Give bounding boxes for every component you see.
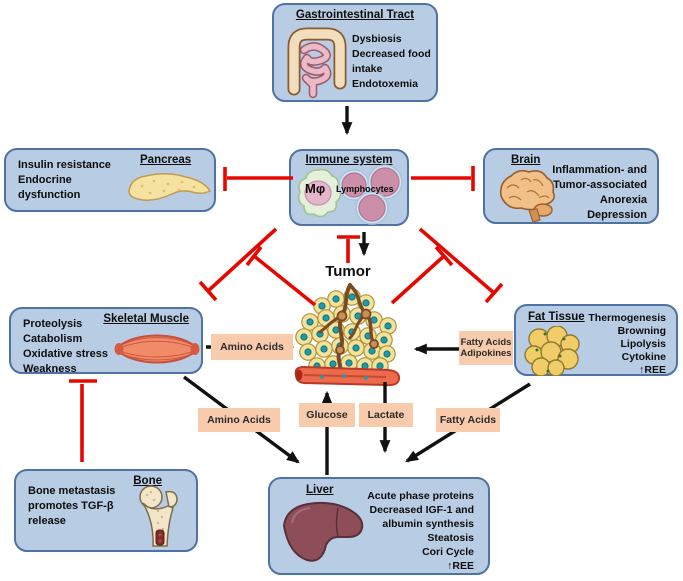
- flow-label-text: Adipokines: [460, 348, 512, 359]
- gi-title: Gastrointestinal Tract: [295, 9, 415, 21]
- pancreas-title: Pancreas: [140, 154, 192, 166]
- fat-title: Fat Tissue: [528, 311, 585, 323]
- skeletal-muscle-illustration: [114, 334, 200, 364]
- finding-line: Cytokine: [621, 351, 666, 363]
- finding-line: Bone metastasis: [28, 485, 116, 497]
- macrophage-label: Mφ: [305, 181, 326, 196]
- liver-findings: Acute phase proteins Decreased IGF-1 and…: [367, 489, 474, 573]
- liver-box: Liver Acute phase proteins Decreased IGF…: [268, 477, 490, 575]
- finding-line: Dysbiosis: [352, 33, 402, 45]
- flow-label-text: Lactate: [367, 409, 405, 421]
- finding-line: Weakness: [23, 363, 77, 375]
- finding-line: Browning: [617, 325, 666, 337]
- skeletal-muscle-box: Skeletal Muscle Proteolysis Catabolism O…: [9, 307, 203, 377]
- finding-line: ↑REE: [447, 560, 474, 572]
- fat-tissue-box: Fat Tissue Thermogenesis Browning Lipoly…: [514, 304, 678, 376]
- finding-line: Anorexia: [599, 194, 647, 206]
- bone-box: Bone Bone metastasis promotes TGF-β rele…: [14, 469, 198, 552]
- immune-title: Immune system: [305, 154, 393, 166]
- finding-line: Oxidative stress: [23, 348, 108, 360]
- inhibit-tumor-to-immune: [337, 235, 360, 263]
- flow-label-text: Amino Acids: [207, 414, 271, 426]
- brain-box: Brain Inflammation- and Tumor-associated…: [483, 148, 659, 224]
- inhibit-immune-to-muscle: [198, 227, 278, 302]
- finding-line: Proteolysis: [23, 318, 83, 330]
- finding-line: Endocrine: [18, 174, 72, 186]
- finding-line: albumin synthesis: [382, 518, 474, 530]
- femur-illustration: [139, 485, 178, 547]
- finding-line: Decreased IGF-1 and: [369, 504, 474, 516]
- finding-line: release: [28, 515, 66, 527]
- inhibit-immune-to-fat: [418, 227, 504, 304]
- finding-line: ↑REE: [639, 364, 666, 376]
- pancreas-findings: Insulin resistance Endocrine dysfunction: [18, 158, 111, 203]
- finding-line: Endotoxemia: [352, 78, 418, 90]
- tumor-tissue-illustration: [294, 283, 401, 387]
- finding-line: Cori Cycle: [422, 546, 474, 558]
- bone-title: Bone: [133, 475, 162, 487]
- finding-line: Depression: [587, 209, 647, 221]
- finding-line: Acute phase proteins: [367, 490, 474, 502]
- adipocytes-illustration: [524, 326, 580, 376]
- pancreas-illustration: [128, 173, 212, 201]
- finding-line: intake: [352, 63, 383, 75]
- fatty-acids-adipokines-label: Fatty Acids Adipokines: [459, 331, 513, 365]
- flow-label-text: Fatty Acids: [460, 337, 512, 348]
- macrophage-cell-illustration: [297, 168, 342, 218]
- finding-line: promotes TGF-β: [28, 500, 114, 512]
- finding-line: dysfunction: [18, 189, 81, 201]
- tumor-label: Tumor: [325, 263, 371, 280]
- finding-line: Insulin resistance: [18, 159, 111, 171]
- liver-title: Liver: [306, 484, 334, 496]
- flow-label-text: Glucose: [306, 409, 348, 421]
- flow-label-text: Amino Acids: [220, 341, 284, 353]
- tumor-blood-vessel: [294, 365, 401, 387]
- inhibit-bone-to-muscle: [69, 379, 97, 462]
- amino-acids-to-liver-label: Amino Acids: [198, 408, 280, 432]
- tumor-vasculature: [318, 283, 379, 374]
- inhibit-immune-to-brain: [411, 166, 475, 191]
- finding-line: Decreased food: [352, 48, 431, 60]
- bone-findings: Bone metastasis promotes TGF-β release: [28, 484, 115, 529]
- intestine-illustration: [287, 27, 347, 99]
- finding-line: Thermogenesis: [588, 312, 666, 324]
- finding-line: Inflammation- and: [552, 164, 647, 176]
- muscle-findings: Proteolysis Catabolism Oxidative stress …: [23, 317, 108, 377]
- fatty-acids-to-liver-label: Fatty Acids: [436, 408, 500, 432]
- brain-illustration: [499, 169, 555, 223]
- inhibit-immune-to-pancreas: [223, 167, 293, 191]
- fat-findings: Thermogenesis Browning Lipolysis Cytokin…: [588, 312, 666, 377]
- finding-line: Lipolysis: [620, 338, 666, 350]
- finding-line: Tumor-associated: [553, 179, 647, 191]
- lymphocytes-label: Lymphocytes: [336, 184, 394, 194]
- amino-acids-to-tumor-label: Amino Acids: [211, 334, 293, 360]
- finding-line: Steatosis: [427, 532, 474, 544]
- brain-findings: Inflammation- and Tumor-associated Anore…: [552, 163, 647, 223]
- flow-label-text: Fatty Acids: [439, 414, 497, 426]
- lactate-label: Lactate: [359, 403, 413, 427]
- immune-system-box: Immune system Mφ Lymphocytes: [289, 149, 409, 226]
- gi-findings: Dysbiosis Decreased food intake Endotoxe…: [352, 32, 431, 92]
- lymphocytes-illustration: [338, 164, 403, 225]
- finding-line: Catabolism: [23, 333, 83, 345]
- pancreas-box: Pancreas Insulin resistance Endocrine dy…: [4, 148, 216, 212]
- brain-title: Brain: [511, 154, 541, 166]
- liver-illustration: [282, 501, 364, 562]
- glucose-label: Glucose: [299, 403, 355, 427]
- gastrointestinal-tract-box: Gastrointestinal Tract Dysbiosis Decreas…: [272, 3, 438, 102]
- muscle-title: Skeletal Muscle: [103, 313, 189, 325]
